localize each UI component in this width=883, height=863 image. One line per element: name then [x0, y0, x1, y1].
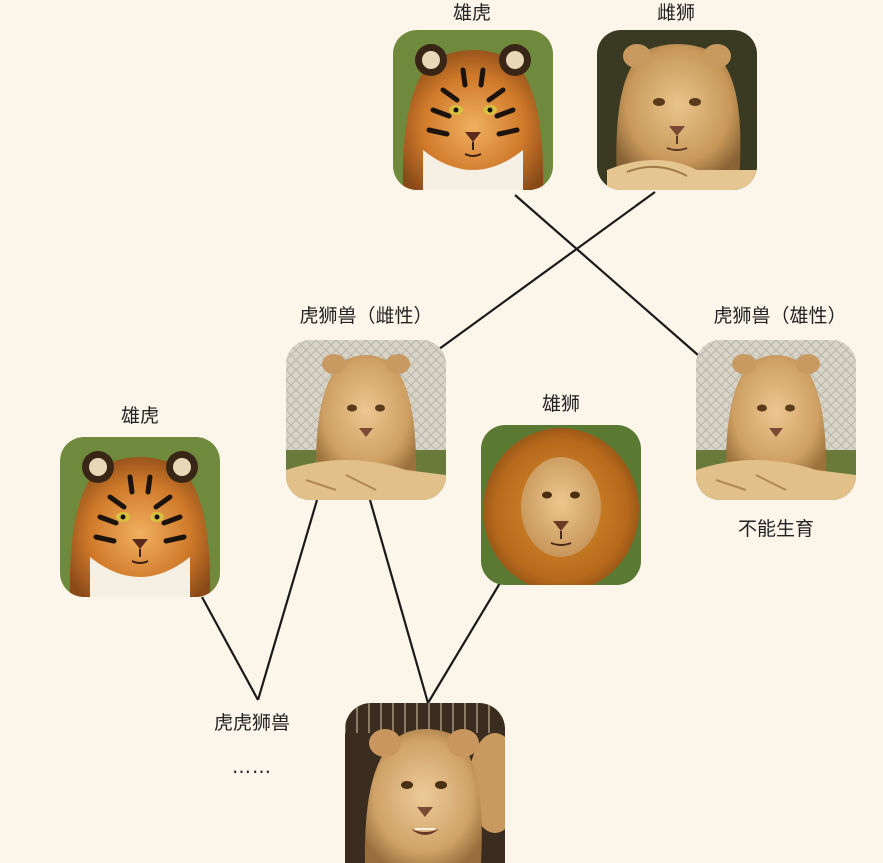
female-lion-photo [597, 30, 757, 190]
connector-female-liger-to-cub [368, 499, 430, 704]
connector-tiger2-to-tiger-liger [201, 596, 259, 701]
cub-photo [345, 703, 505, 863]
label-female-lion-top: 雌狮 [656, 2, 696, 24]
connector-tiger-to-male-liger [514, 194, 699, 356]
label-female-liger: 虎狮兽（雌性） [299, 305, 433, 327]
male-tiger-left-photo [60, 437, 220, 597]
label-male-liger: 虎狮兽（雄性） [713, 305, 847, 327]
male-tiger-top-photo [393, 30, 553, 190]
ellipsis-more: …… [232, 756, 272, 778]
connector-lioness-to-female-liger [434, 191, 656, 353]
female-liger-photo [286, 340, 446, 500]
label-infertile: 不能生育 [737, 518, 815, 540]
male-lion-photo [481, 425, 641, 585]
label-tiger-tiger-lion: 虎虎狮兽 [213, 712, 291, 734]
label-male-tiger-top: 雄虎 [452, 2, 492, 24]
label-male-lion: 雄狮 [541, 393, 581, 415]
label-male-tiger-left: 雄虎 [120, 405, 160, 427]
connector-female-liger-to-tiger-liger [256, 499, 319, 701]
male-liger-photo [696, 340, 856, 500]
connector-lion-to-cub [427, 582, 501, 704]
